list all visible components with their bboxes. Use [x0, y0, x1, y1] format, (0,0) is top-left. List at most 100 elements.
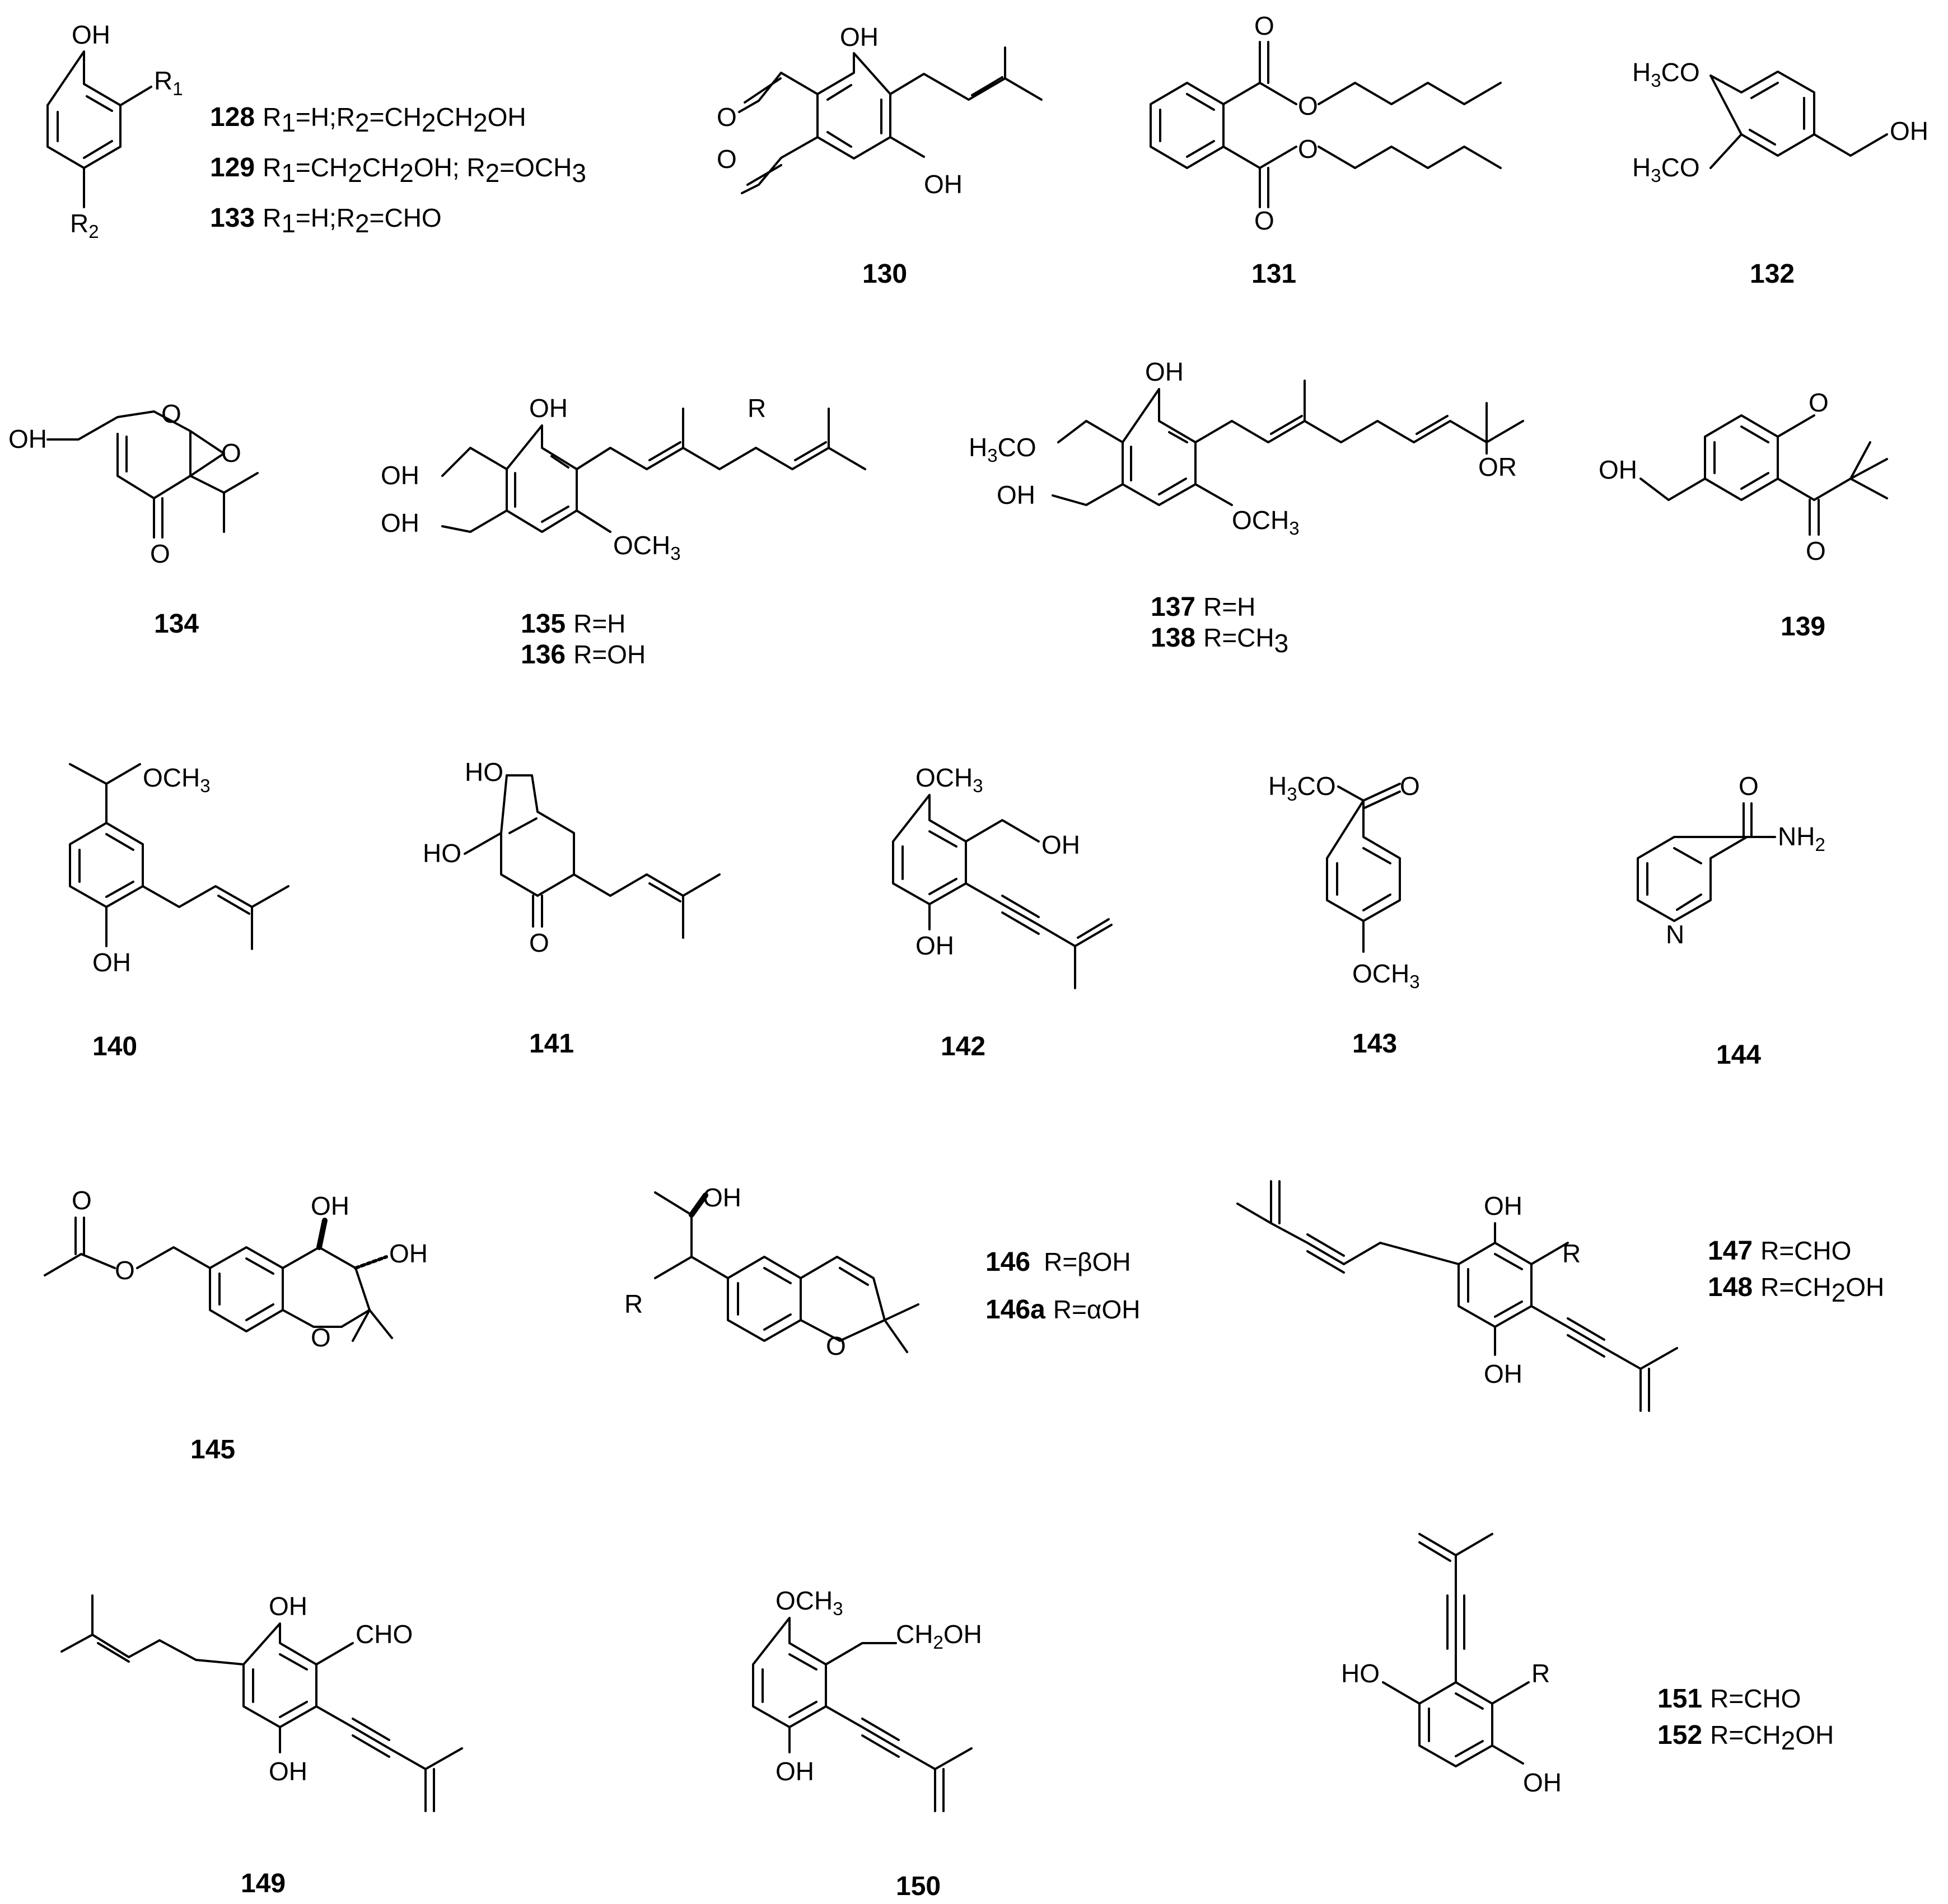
svg-text:OCH3: OCH3 [1232, 506, 1300, 539]
structure-143: H3CO O OCH3 143 [1268, 771, 1420, 1059]
svg-text:OH: OH [92, 948, 131, 977]
svg-text:O: O [1298, 134, 1318, 163]
svg-text:O: O [1806, 536, 1826, 565]
svg-text:H3CO: H3CO [969, 433, 1036, 466]
svg-text:OH: OH [1599, 455, 1637, 484]
svg-text:OH: OH [1484, 1359, 1522, 1388]
svg-text:OH: OH [381, 508, 419, 537]
svg-text:R: R [748, 394, 766, 423]
svg-text:OH: OH [840, 22, 879, 52]
compound-number-149: 149 [241, 1869, 286, 1898]
compound-number-130: 130 [862, 259, 907, 289]
svg-text:OCH3: OCH3 [143, 763, 211, 796]
svg-text:HO: HO [465, 757, 503, 787]
svg-text:O: O [717, 102, 737, 132]
svg-text:OH: OH [1890, 116, 1928, 146]
compound-number-132: 132 [1750, 259, 1795, 289]
svg-text:H3CO: H3CO [1268, 771, 1336, 804]
svg-text:OH: OH [776, 1757, 814, 1786]
svg-text:OH: OH [915, 931, 954, 960]
compound-number-141: 141 [529, 1029, 574, 1059]
structure-134: OH O O O 134 [8, 399, 259, 639]
svg-text:O: O [1809, 388, 1829, 417]
structure-141: HO HO O 141 [423, 757, 721, 1059]
compound-number-142: 142 [941, 1032, 985, 1061]
compound-number-144: 144 [1716, 1040, 1761, 1070]
svg-text:O: O [161, 399, 181, 428]
svg-text:H3CO: H3CO [1632, 153, 1700, 186]
compound-number-140: 140 [92, 1032, 137, 1061]
structure-131: O O O O 131 [1150, 11, 1502, 289]
svg-text:O: O [72, 1186, 92, 1215]
svg-text:OH: OH [311, 1191, 349, 1220]
svg-text:CHO: CHO [356, 1620, 413, 1649]
svg-text:OH: OH [269, 1592, 307, 1621]
structure-149: OH CHO OH 149 [60, 1592, 463, 1898]
svg-text:R: R [624, 1289, 643, 1318]
atom-label: R2 [70, 209, 99, 242]
svg-text:O: O [311, 1323, 331, 1352]
compound-number-145: 145 [190, 1435, 235, 1465]
svg-text:O: O [1400, 771, 1420, 801]
svg-text:O: O [1739, 771, 1759, 801]
atom-label: R1 [154, 66, 183, 99]
svg-text:OCH3: OCH3 [613, 531, 681, 564]
svg-text:OH: OH [1145, 357, 1184, 386]
structure-130: OH OH O O 130 [717, 22, 1043, 289]
svg-text:OH: OH [381, 461, 419, 490]
structure-145: O O O OH OH 145 [44, 1186, 428, 1465]
svg-text:O: O [1254, 206, 1274, 235]
compound-number-143: 143 [1352, 1029, 1397, 1059]
svg-text:OCH3: OCH3 [776, 1586, 843, 1619]
svg-text:OH: OH [997, 480, 1035, 509]
compound-number-131: 131 [1251, 259, 1296, 289]
svg-text:O: O [221, 438, 241, 467]
structure-128: OH R1 R2 [46, 20, 183, 242]
svg-text:O: O [529, 928, 549, 957]
structure-142: OCH3 OH OH 142 [892, 763, 1113, 1061]
svg-text:OCH3: OCH3 [1352, 959, 1420, 992]
svg-text:OH: OH [389, 1239, 428, 1268]
svg-text:OH: OH [924, 170, 963, 199]
svg-text:O: O [115, 1256, 135, 1285]
svg-text:CH2OH: CH2OH [896, 1620, 982, 1653]
structure-139: O O OH 139 [1599, 388, 1888, 642]
svg-text:HO: HO [1341, 1659, 1380, 1688]
compound-number-150: 150 [896, 1872, 941, 1901]
svg-text:OH: OH [1484, 1191, 1522, 1220]
svg-text:O: O [717, 144, 737, 174]
compound-number-139: 139 [1781, 612, 1825, 642]
svg-text:OH: OH [269, 1757, 307, 1786]
svg-text:O: O [150, 539, 170, 568]
svg-text:OH: OH [1041, 830, 1080, 859]
svg-text:OH: OH [703, 1183, 741, 1212]
svg-text:OH: OH [1523, 1768, 1562, 1797]
svg-text:R: R [1562, 1239, 1581, 1268]
svg-text:H3CO: H3CO [1632, 58, 1700, 91]
svg-text:R: R [1531, 1659, 1550, 1688]
svg-text:OR: OR [1478, 452, 1517, 481]
structure-150: OCH3 CH2OH OH 150 [752, 1586, 982, 1901]
svg-text:OCH3: OCH3 [915, 763, 983, 796]
compound-number-134: 134 [154, 609, 199, 639]
svg-text:O: O [1298, 91, 1318, 120]
svg-text:NH2: NH2 [1778, 822, 1825, 855]
